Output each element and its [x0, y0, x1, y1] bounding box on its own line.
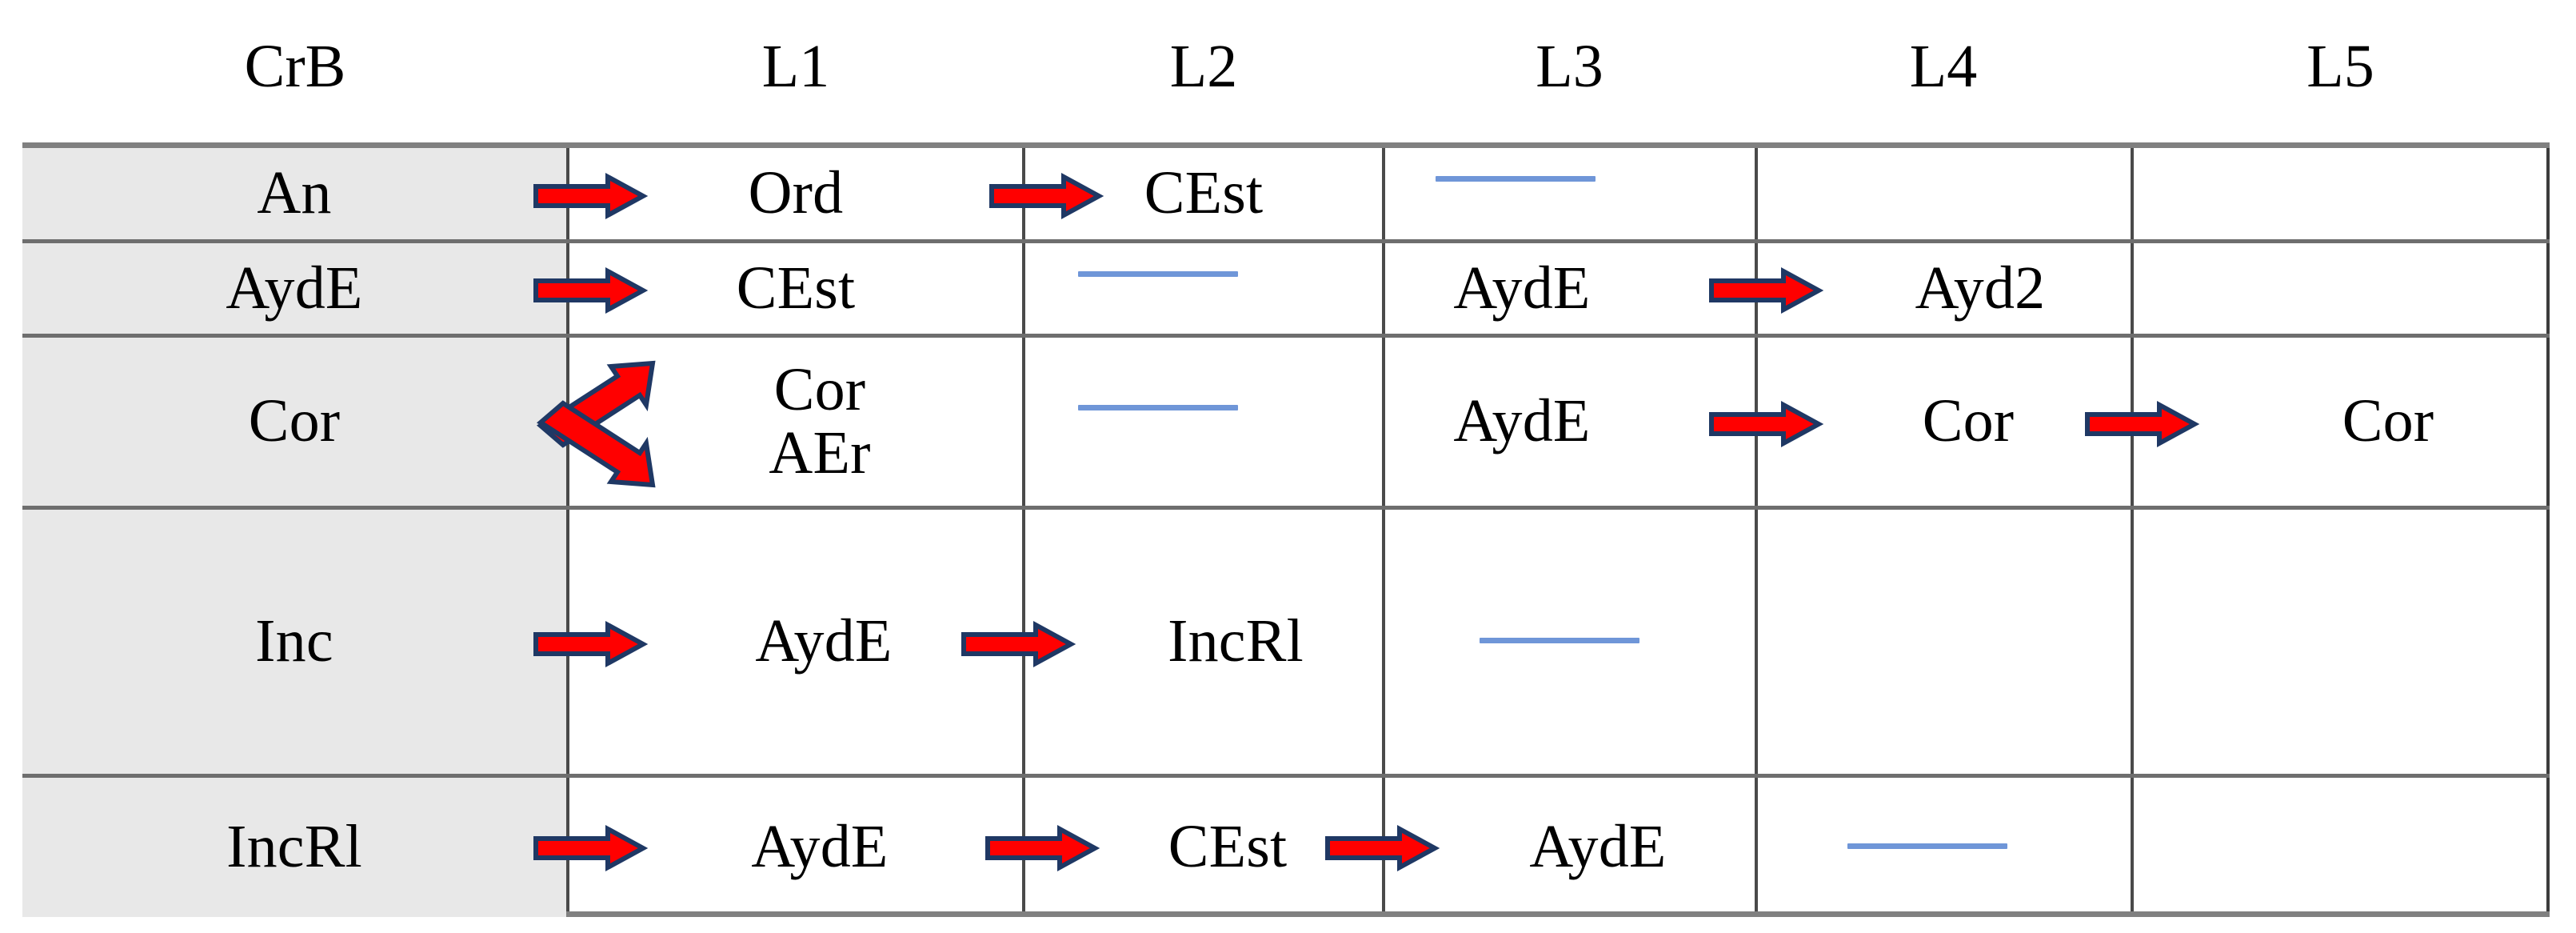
- cell-label-crb: AydE: [226, 254, 363, 322]
- cell-label-l2: IncRl: [1168, 607, 1304, 675]
- blue-dash-l4: [1847, 843, 2007, 849]
- table-body: An Ord CEst: [22, 142, 2550, 917]
- grid-vline-l2-l3: [1382, 148, 1385, 911]
- table-row: Inc AydE IncRl: [22, 510, 2550, 778]
- blue-dash-l3: [1436, 176, 1596, 182]
- table-row: IncRl AydE CEst AydE: [22, 778, 2550, 917]
- cell-label-crb: IncRl: [226, 813, 362, 881]
- grid-vline-l3-l4: [1755, 148, 1758, 911]
- cell-l2: [1025, 243, 1382, 334]
- cell-l1: AydE: [569, 778, 1022, 917]
- table-row: Cor Cor AEr AydE Cor Cor: [22, 338, 2550, 510]
- cell-l2: IncRl: [1025, 510, 1382, 774]
- cell-l1: CEst: [569, 243, 1022, 334]
- cell-label-l1: Cor AEr: [769, 355, 871, 487]
- column-header-l3: L3: [1536, 33, 1604, 100]
- cell-l3: AydE: [1385, 778, 1755, 917]
- cell-label-l1: AydE: [755, 607, 893, 675]
- cell-l4: [1758, 510, 2131, 774]
- cell-label-l1: Ord: [748, 159, 844, 227]
- row-header-cell: An: [22, 148, 566, 239]
- cell-l5: [2134, 778, 2546, 917]
- cell-label-crb: Inc: [255, 607, 333, 675]
- cell-label-crb: Cor: [248, 387, 341, 455]
- cell-label-l4: Ayd2: [1915, 254, 2046, 322]
- grid-vline-l1-l2: [1022, 148, 1025, 911]
- cell-l2: CEst: [1025, 778, 1382, 917]
- blue-dash-l2: [1078, 405, 1238, 410]
- cell-label-l3: AydE: [1529, 813, 1667, 881]
- cell-l5: Cor: [2134, 338, 2546, 506]
- cell-l2: CEst: [1025, 148, 1382, 239]
- cell-label-l4: Cor: [1922, 387, 2015, 455]
- row-header-cell: IncRl: [22, 778, 566, 917]
- table-row: An Ord CEst: [22, 148, 2550, 243]
- cell-l4: Cor: [1758, 338, 2131, 506]
- cell-label-l1: AydE: [751, 813, 889, 881]
- cell-label-l2: CEst: [1144, 159, 1264, 227]
- cell-l5: [2134, 510, 2546, 774]
- cell-l2: [1025, 338, 1382, 506]
- cell-label-crb: An: [257, 159, 332, 227]
- cell-l1: AydE: [569, 510, 1022, 774]
- column-header-row: CrB L1 L2 L3 L4 L5: [0, 0, 2576, 136]
- row-header-cell: Inc: [22, 510, 566, 774]
- column-header-l4: L4: [1909, 33, 1978, 100]
- cell-l5: [2134, 243, 2546, 334]
- blue-dash-l3: [1480, 638, 1639, 643]
- table-row: AydE CEst AydE Ayd2: [22, 243, 2550, 338]
- grid-vline-l4-l5: [2131, 148, 2134, 911]
- cell-l3: [1385, 148, 1755, 239]
- column-header-l2: L2: [1169, 33, 1238, 100]
- blue-dash-l2: [1078, 271, 1238, 277]
- cell-l3: AydE: [1385, 338, 1755, 506]
- column-header-l5: L5: [2306, 33, 2374, 100]
- row-header-cell: Cor: [22, 338, 566, 506]
- cell-l3: AydE: [1385, 243, 1755, 334]
- cell-label-l3: AydE: [1453, 387, 1591, 455]
- grid-vline-crb-l1: [566, 148, 569, 911]
- grid-vline-right: [2546, 148, 2550, 911]
- cell-label-l1: CEst: [736, 254, 856, 322]
- cell-label-l3: AydE: [1453, 254, 1591, 322]
- cell-l1: Ord: [569, 148, 1022, 239]
- column-header-l1: L1: [761, 33, 830, 100]
- cell-l4: Ayd2: [1758, 243, 2131, 334]
- cell-label-l5: Cor: [2342, 387, 2434, 455]
- column-header-crb: CrB: [244, 33, 346, 100]
- cell-l4: [1758, 148, 2131, 239]
- row-header-cell: AydE: [22, 243, 566, 334]
- cell-l1: Cor AEr: [569, 338, 1022, 506]
- cell-label-l2: CEst: [1168, 813, 1288, 881]
- cell-l5: [2134, 148, 2546, 239]
